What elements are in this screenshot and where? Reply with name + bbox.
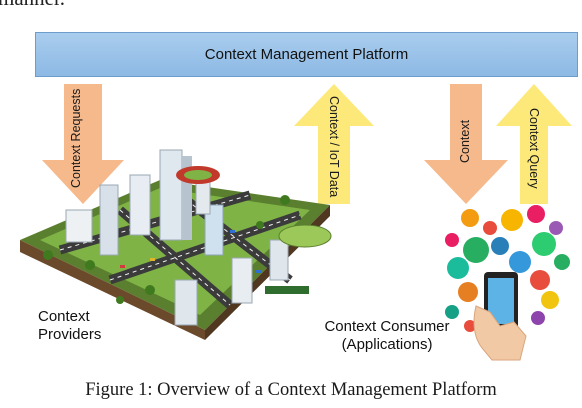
providers-line1: Context xyxy=(38,308,90,325)
platform-title: Context Management Platform xyxy=(204,46,409,63)
context-arrow xyxy=(424,84,508,204)
consumer-line2: (Applications) xyxy=(341,336,433,353)
context-label: Context xyxy=(458,119,472,163)
platform-bar: Context Management Platform xyxy=(35,32,578,77)
context-consumer-label: Context Consumer (Applications) xyxy=(318,318,456,354)
context-iot-data-arrow xyxy=(294,84,374,204)
context-iot-data-label: Context / IoT Data xyxy=(327,96,341,198)
providers-line2: Providers xyxy=(38,326,102,343)
context-requests-label: Context Requests xyxy=(69,88,83,188)
context-query-arrow xyxy=(496,84,572,204)
context-providers-label: Context Providers xyxy=(38,308,101,344)
previous-text-fragment: manner. xyxy=(0,0,65,11)
context-query-label: Context Query xyxy=(527,108,541,189)
smart-city-illustration xyxy=(20,149,332,340)
context-requests-arrow xyxy=(42,84,124,204)
app-icons-cluster xyxy=(445,205,570,361)
figure-caption: Figure 1: Overview of a Context Manageme… xyxy=(85,380,497,400)
consumer-line1: Context Consumer xyxy=(324,318,450,335)
